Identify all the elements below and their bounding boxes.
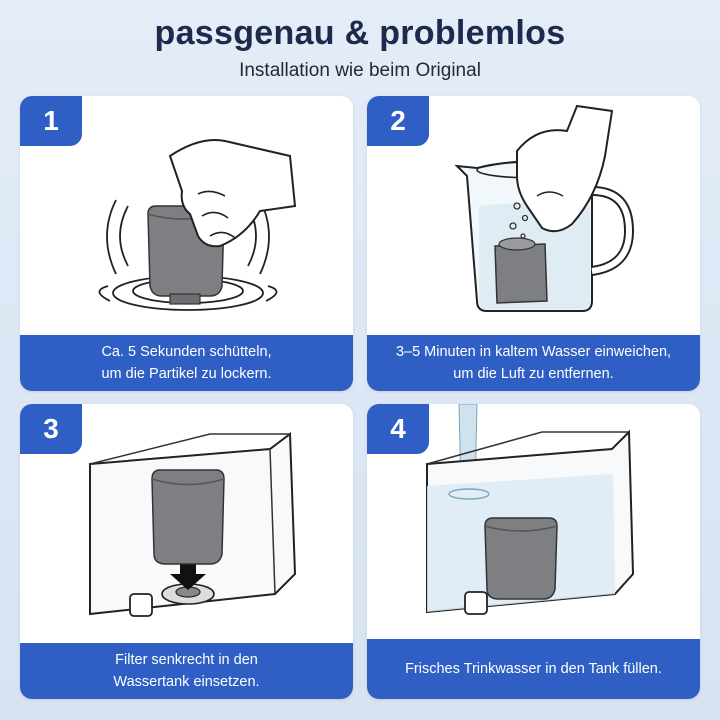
step-number-badge: 1 [20, 96, 82, 146]
hand-shaking-filter-icon [98, 139, 297, 311]
step-number-badge: 3 [20, 404, 82, 454]
step-number-badge: 2 [367, 96, 429, 146]
step-card-3: 3 Filter senkrecht in den Wassertank ein… [20, 404, 353, 699]
step-caption: Filter senkrecht in den Wassertank einse… [20, 643, 353, 699]
step-caption: Ca. 5 Sekunden schütteln, um die Partike… [20, 335, 353, 391]
step-caption: Frisches Trinkwasser in den Tank füllen. [367, 639, 700, 699]
fill-tank-with-water-icon [426, 404, 635, 615]
step-caption: 3–5 Minuten in kaltem Wasser einweichen,… [367, 335, 700, 391]
step-card-1: 1 Ca. 5 Sekunden schütteln, um die Parti… [20, 96, 353, 391]
insert-filter-into-tank-icon [89, 432, 297, 617]
step-card-4: 4 Frisches Trinkwasser in den Tank fülle… [367, 404, 700, 699]
step-card-2: 2 3–5 Minuten in kaltem Wasser einweiche… [367, 96, 700, 391]
page-subtitle: Installation wie beim Original [239, 60, 481, 81]
step-number-badge: 4 [367, 404, 429, 454]
page-title: passgenau & problemlos [154, 14, 566, 52]
filter-in-measuring-jug-icon [454, 104, 635, 312]
